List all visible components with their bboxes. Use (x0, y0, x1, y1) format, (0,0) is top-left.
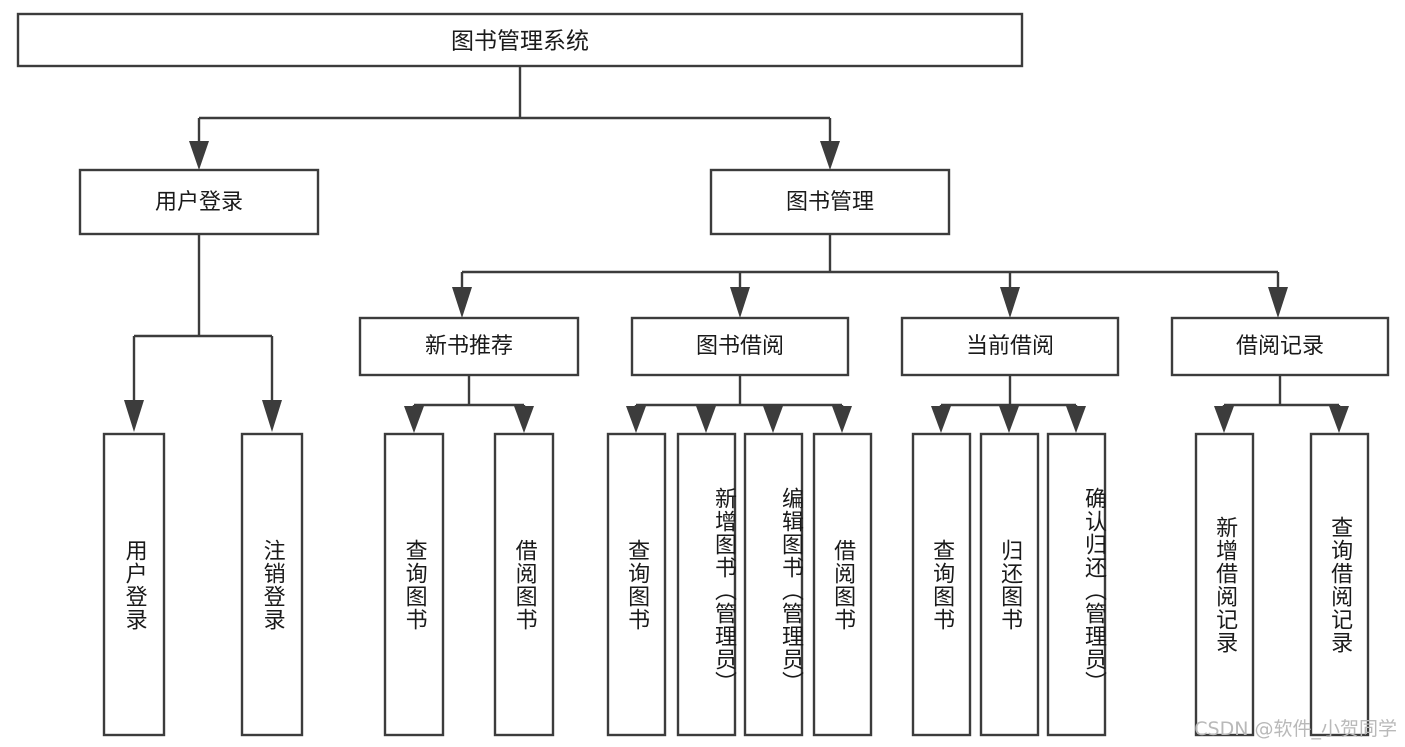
node-box-leaf-cb-confirm-return[interactable] (1046, 432, 1107, 737)
node-box-current-borrow[interactable] (900, 316, 1120, 377)
arrowhead-user-login (189, 141, 209, 170)
node-box-leaf-br-query-record[interactable] (1309, 432, 1370, 737)
node-box-leaf-br-add-record[interactable] (1194, 432, 1255, 737)
node-box-leaf-logout[interactable] (240, 432, 304, 737)
node-box-leaf-nbr-query-book[interactable] (383, 432, 445, 737)
arrowhead-br-add-record (1214, 406, 1234, 433)
arrowhead-leaf-logout (262, 400, 282, 432)
arrowhead-br-query-record (1329, 406, 1349, 433)
arrowhead-current-borrow (1000, 287, 1020, 318)
arrowhead-bb-query-book (626, 406, 646, 433)
node-label-root: 图书管理系统 (451, 29, 589, 55)
node-box-leaf-nbr-borrow-book[interactable] (493, 432, 555, 737)
arrowhead-new-book-recommend (452, 287, 472, 318)
node-box-new-book-recommend[interactable] (358, 316, 580, 377)
node-box-book-borrow[interactable] (630, 316, 850, 377)
arrowhead-bb-add-book (696, 406, 716, 433)
arrowhead-nbr-borrow-book (514, 406, 534, 433)
node-box-root[interactable] (16, 12, 1024, 68)
watermark-text: CSDN @软件_小贺同学 (1194, 718, 1397, 740)
node-box-leaf-bb-query-book[interactable] (606, 432, 667, 737)
node-box-leaf-user-login[interactable] (102, 432, 166, 737)
arrowhead-borrow-record (1268, 287, 1288, 318)
node-label-borrow-record: 借阅记录 (1236, 334, 1324, 359)
arrowhead-book-borrow (730, 287, 750, 318)
node-box-user-login[interactable] (78, 168, 320, 236)
arrowhead-leaf-user-login (124, 400, 144, 432)
node-box-leaf-bb-edit-book[interactable] (743, 432, 804, 737)
node-label-new-book-recommend: 新书推荐 (425, 334, 513, 359)
arrowhead-nbr-query-book (404, 406, 424, 433)
node-box-borrow-record[interactable] (1170, 316, 1390, 377)
arrowhead-cb-confirm-return (1066, 406, 1086, 433)
node-box-leaf-cb-query-book[interactable] (911, 432, 972, 737)
arrowhead-cb-return-book (999, 406, 1019, 433)
node-label-book-borrow: 图书借阅 (696, 334, 784, 359)
nodes-layer: 图书管理系统 用户登录 图书管理 新书推荐 图书借阅 当前借阅 借阅记录 (16, 12, 1390, 737)
arrowhead-bb-borrow-book (832, 406, 852, 433)
node-box-leaf-cb-return-book[interactable] (979, 432, 1040, 737)
edges-layer (124, 66, 1349, 433)
node-label-book-manage: 图书管理 (786, 190, 874, 215)
arrowhead-bb-edit-book (763, 406, 783, 433)
arrowhead-book-manage (820, 141, 840, 170)
arrowhead-cb-query-book (931, 406, 951, 433)
node-label-current-borrow: 当前借阅 (966, 334, 1054, 359)
node-box-leaf-bb-add-book[interactable] (676, 432, 737, 737)
node-label-user-login: 用户登录 (155, 190, 243, 215)
node-box-leaf-bb-borrow-book[interactable] (812, 432, 873, 737)
node-box-book-manage[interactable] (709, 168, 951, 236)
